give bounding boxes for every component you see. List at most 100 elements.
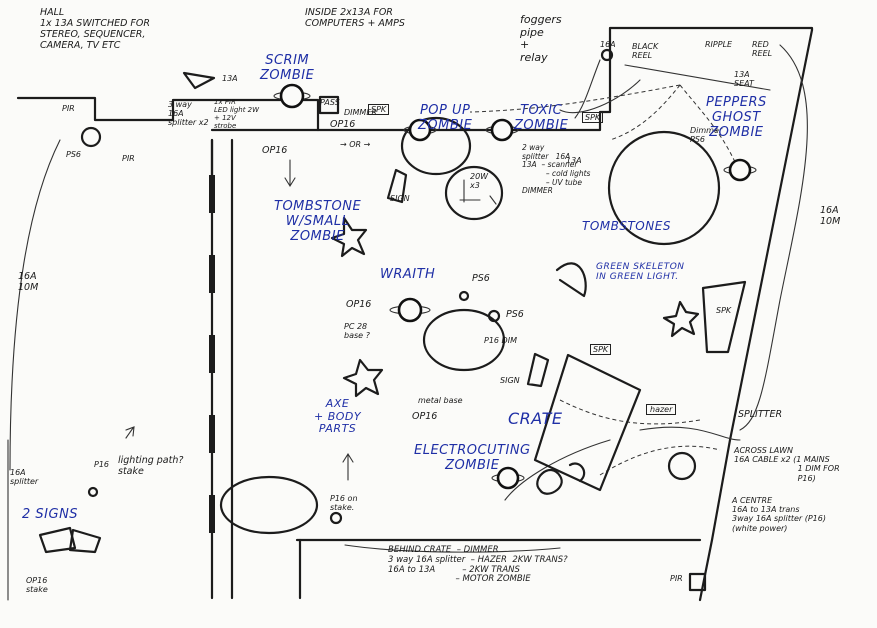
- cross-3: [342, 358, 384, 398]
- metal-base-note: metal base: [418, 396, 463, 405]
- spk-right-box: [701, 280, 747, 354]
- sign-top: [386, 168, 408, 204]
- reel-13a: 13A SEAT: [734, 70, 754, 89]
- tombstone-small-zombie-label: TOMBSTONE W/SMALL ZOMBIE: [274, 199, 362, 244]
- ps6-label: PS6: [66, 150, 81, 159]
- ps6-light-icon: [458, 290, 470, 302]
- red-reel-label: RED REEL: [752, 40, 773, 59]
- left-path: [7, 138, 215, 601]
- dimmer-small-label: DIMMER: [344, 108, 377, 117]
- set-pieces: [38, 71, 747, 592]
- spk-top-box: SPK: [368, 104, 390, 116]
- zombie-icon: [723, 158, 757, 182]
- path-block: [209, 335, 215, 373]
- op16-top-label: OP16: [262, 145, 288, 156]
- path-block: [209, 495, 215, 533]
- zombie-icon: [273, 83, 311, 109]
- pir-small-label: PIR: [122, 154, 135, 163]
- splitter-left-note: 16A splitter: [10, 468, 39, 487]
- splitter-3way-note: 3 way 16A splitter x2: [168, 100, 209, 128]
- crate-label: CRATE: [508, 409, 563, 428]
- pass-box: [318, 95, 340, 115]
- p16-light-icon: [87, 486, 99, 498]
- pass-label: PASS: [320, 98, 340, 107]
- spk-toxic-box: SPK: [582, 112, 604, 124]
- sign-top-label: SIGN: [390, 194, 410, 203]
- zombie-icon: [491, 466, 525, 490]
- tombstone-crosses: [330, 216, 700, 398]
- electrocution-coil: [536, 462, 586, 495]
- right-cable-note: 16A 10M: [820, 205, 841, 227]
- wraith-label: WRAITH: [380, 267, 436, 282]
- path-block: [209, 255, 215, 293]
- pc-base-note: PC 28 base ?: [344, 322, 370, 341]
- toxic-zombie-label: TOXIC ZOMBIE: [514, 103, 569, 133]
- spk-crate-box: SPK: [590, 344, 612, 356]
- boundary-walls: [16, 26, 814, 602]
- zombie-figures: [80, 48, 757, 525]
- or-label: → OR →: [340, 140, 371, 149]
- behind-crate-note: BEHIND CRATE – DIMMER 3 way 16A splitter…: [388, 545, 568, 585]
- op16-bottom-label: OP16 stake: [26, 576, 48, 595]
- light-array-lines: [459, 179, 497, 205]
- lighting-path-note: lighting path? stake: [118, 455, 184, 477]
- pir-box: [688, 572, 707, 592]
- ps6-wraith-label: PS6: [472, 273, 490, 284]
- two-signs-label: 2 SIGNS: [22, 507, 79, 522]
- green-skeleton-marker: [555, 262, 587, 298]
- path-block: [209, 415, 215, 453]
- op16-axe-label: OP16: [412, 411, 438, 422]
- hazer-box: hazer: [646, 404, 677, 416]
- round-object: [667, 451, 697, 481]
- ps6-mid-label: PS6: [506, 309, 524, 320]
- cross-1: [330, 216, 368, 258]
- ps6-light-icon: [487, 309, 501, 323]
- green-skeleton-label: GREEN SKELETON IN GREEN LIGHT.: [596, 262, 685, 283]
- ripple-label: RIPPLE: [705, 40, 733, 49]
- black-reel-label: BLACK REEL: [632, 42, 659, 61]
- electrocuting-zombie-label: ELECTROCUTING ZOMBIE: [414, 443, 531, 473]
- centre-note: A CENTRE 16A to 13A trans 3way 16A split…: [732, 496, 826, 533]
- peppers-ghost-label: PEPPERS GHOST ZOMBIE: [706, 95, 767, 140]
- op16-left-label: OP16: [346, 299, 372, 310]
- led-pir-note: 1x PIR LED light 2W + 12V strobe: [214, 98, 260, 131]
- light-array-area: [444, 165, 504, 221]
- tombstones-area: [607, 130, 721, 246]
- bottom-left-area: [219, 475, 319, 535]
- toxic-notes: 2 way splitter 16A 13A – scanner – cold …: [522, 143, 591, 196]
- splitter-right-label: SPLITTER: [738, 409, 783, 420]
- cable-runs: [9, 44, 808, 553]
- cross-2: [662, 300, 700, 338]
- sign-1: [38, 526, 77, 554]
- arrows: [125, 159, 354, 481]
- scrim-wedge: [182, 71, 216, 90]
- axe-body-parts-label: AXE + BODY PARTS: [314, 397, 362, 436]
- popup-zombie-area: [400, 116, 472, 176]
- dimmer-13a-label: 13A: [566, 156, 582, 165]
- light-array-label: 20W x3: [470, 172, 489, 191]
- left-cable-note: 16A 10M: [18, 271, 39, 293]
- reel-16a: 16A: [600, 40, 616, 49]
- popup-zombie-label: POP UP ZOMBIE: [418, 103, 473, 133]
- p16-light-icon: [329, 511, 343, 525]
- pir-label: PIR: [62, 104, 75, 113]
- sign-2: [68, 528, 102, 554]
- wraith-area: [422, 308, 506, 372]
- p16-left-label: P16: [94, 460, 110, 469]
- fogger-note: foggers pipe + relay: [520, 13, 562, 64]
- across-lawn-note: ACROSS LAWN 16A CABLE x2 (1 MAINS 1 DIM …: [734, 446, 840, 483]
- op16-mid-label: OP16: [330, 119, 356, 130]
- sign-mid: [526, 352, 550, 388]
- spk-right-label: SPK: [716, 306, 732, 315]
- crate: [533, 353, 642, 492]
- dim-label: P16 DIM: [484, 336, 517, 345]
- path-block: [209, 175, 215, 213]
- fogger-icon: [600, 48, 614, 62]
- zombie-icon: [403, 118, 437, 142]
- hall-note: HALL 1x 13A SWITCHED FOR STEREO, SEQUENC…: [40, 7, 150, 51]
- zombie-icon: [389, 297, 431, 323]
- pir-bottom-label: PIR: [670, 574, 683, 583]
- sign-mid-label: SIGN: [500, 376, 520, 385]
- sub-13a-label: 13A: [222, 74, 238, 83]
